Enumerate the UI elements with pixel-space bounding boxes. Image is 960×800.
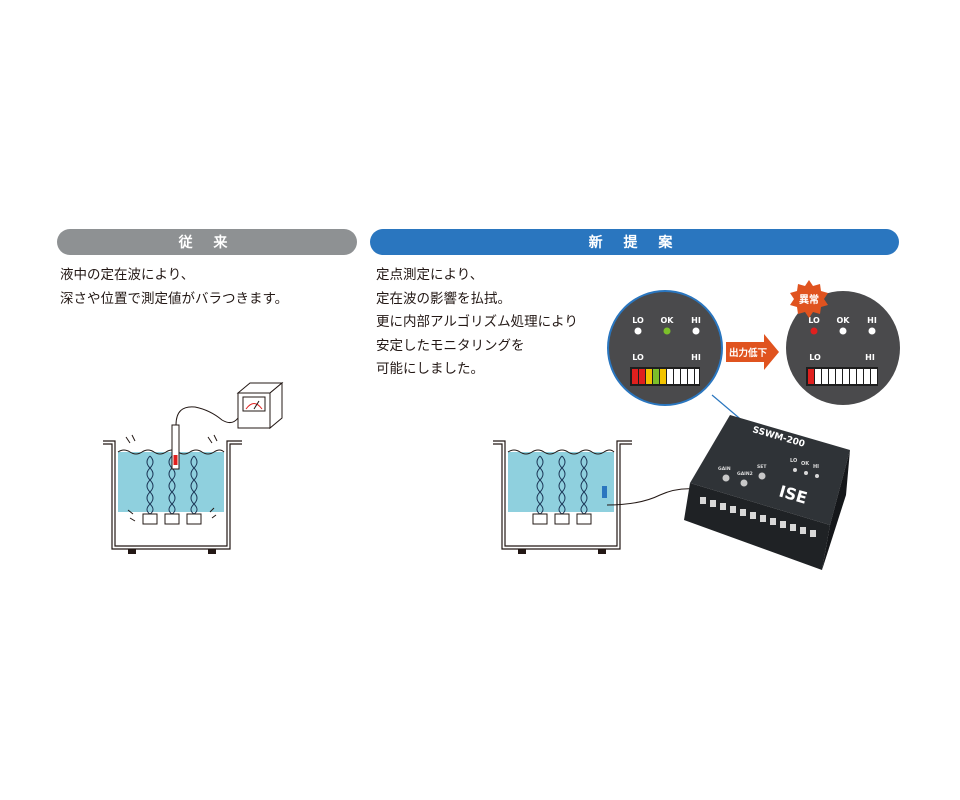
abnormal-badge: 異常 bbox=[790, 280, 828, 318]
conventional-description: 液中の定在波により、 深さや位置で測定値がバラつきます。 bbox=[60, 264, 288, 311]
led-ok bbox=[839, 327, 847, 335]
analog-meter bbox=[236, 381, 284, 430]
led-label: OK bbox=[837, 316, 851, 325]
led-label: OK bbox=[661, 316, 675, 325]
water bbox=[118, 452, 224, 512]
standing-waves bbox=[536, 455, 588, 515]
proposal-header-label: 新 提 案 bbox=[588, 235, 681, 251]
device-panel-leds bbox=[793, 468, 819, 478]
bar-label: LO bbox=[632, 353, 644, 362]
arrow-label: 出力低下 bbox=[729, 347, 768, 359]
device-knobs bbox=[722, 472, 766, 487]
description-line: 定在波の影響を払拭。 bbox=[376, 290, 511, 307]
indicator-normal: LO OK HI LO HI bbox=[607, 290, 723, 406]
bar-label: HI bbox=[865, 353, 875, 362]
led-ok bbox=[663, 327, 671, 335]
bar-label: HI bbox=[691, 353, 701, 362]
sensor bbox=[602, 486, 607, 498]
led-label: HI bbox=[867, 316, 877, 325]
badge-label: 異常 bbox=[799, 293, 819, 306]
conventional-header-label: 従 来 bbox=[178, 235, 236, 251]
device-panel-label: LO bbox=[790, 458, 797, 464]
terminal-block bbox=[700, 497, 816, 537]
led-label: LO bbox=[808, 316, 820, 325]
indicator-abnormal: LO OK HI LO HI 異常 bbox=[786, 280, 900, 405]
led-label: LO bbox=[632, 316, 644, 325]
led-lo bbox=[634, 327, 642, 335]
output-drop-arrow: 出力低下 bbox=[726, 334, 779, 370]
device-panel-label: OK bbox=[801, 461, 810, 467]
vibration-marks bbox=[125, 434, 218, 522]
proposal-description: 定点測定により、 定在波の影響を払拭。 更に内部アルゴリズム処理により 安定した… bbox=[376, 264, 578, 382]
conventional-tank bbox=[103, 381, 284, 554]
led-lo bbox=[810, 327, 818, 335]
description-line: 定点測定により、 bbox=[376, 267, 484, 283]
monitor-device: SSWM-200 ISE LO OK HI GAIN GAIN2 SET bbox=[684, 415, 850, 570]
description-line: 安定したモニタリングを bbox=[376, 337, 525, 354]
transducers bbox=[142, 513, 202, 525]
led-hi bbox=[868, 327, 876, 335]
knob-label: GAIN2 bbox=[737, 471, 753, 477]
level-bar bbox=[806, 367, 878, 386]
description-line: 深さや位置で測定値がバラつきます。 bbox=[60, 290, 289, 307]
conventional-header: 従 来 bbox=[57, 229, 357, 255]
knob-label: GAIN bbox=[718, 466, 731, 472]
description-line: 可能にしました。 bbox=[376, 361, 484, 377]
proposal-header: 新 提 案 bbox=[370, 229, 899, 255]
led-label: HI bbox=[691, 316, 701, 325]
led-hi bbox=[692, 327, 700, 335]
proposal-tank bbox=[493, 440, 703, 554]
device-panel-label: HI bbox=[813, 464, 819, 470]
description-line: 更に内部アルゴリズム処理により bbox=[376, 314, 578, 330]
level-bar bbox=[630, 367, 700, 386]
description-line: 液中の定在波により、 bbox=[60, 267, 195, 283]
bar-label: LO bbox=[809, 353, 821, 362]
water bbox=[508, 452, 614, 512]
knob-label: SET bbox=[757, 464, 767, 470]
transducers bbox=[532, 513, 592, 525]
